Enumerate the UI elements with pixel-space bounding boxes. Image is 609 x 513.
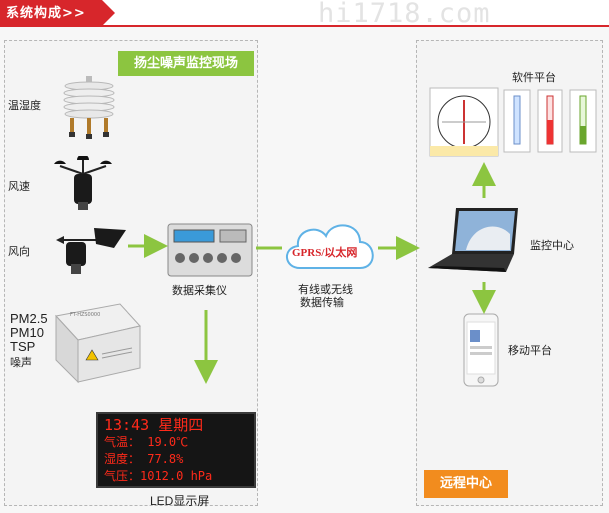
watermark: hi1718.com: [318, 0, 491, 29]
transmission-caption-1: 有线或无线: [298, 283, 353, 296]
temp-humidity-sensor-icon: [63, 76, 115, 139]
anemometer-icon: [54, 156, 112, 210]
pm10-label: PM10: [10, 325, 44, 340]
remote-badge: 远程中心: [424, 470, 508, 498]
mobile-phone-icon: [463, 313, 499, 387]
header-bar: 系统构成>> hi1718.com: [0, 0, 609, 29]
led-time: 13:43: [104, 416, 150, 434]
pm25-label: PM2.5: [10, 311, 48, 326]
temp-humidity-label: 温湿度: [8, 99, 41, 112]
led-row-pressure: 气压：1012.0 hPa: [104, 469, 213, 483]
software-label: 软件平台: [512, 71, 556, 84]
led-label: LED显示屏: [150, 494, 210, 508]
noise-label: 噪声: [10, 356, 32, 369]
cloud-icon: [286, 224, 374, 269]
wind-speed-label: 风速: [8, 180, 30, 193]
section-title: 系统构成>>: [0, 0, 115, 27]
monitor-label: 监控中心: [530, 239, 574, 252]
laptop-icon: [428, 208, 518, 272]
led-row-humidity: 湿度： 77.8%: [104, 452, 184, 466]
site-badge: 扬尘噪声监控现场: [118, 51, 254, 76]
dust-noise-monitor-icon: FT-HZS0000: [55, 303, 141, 384]
collector-label: 数据采集仪: [172, 284, 227, 297]
led-weekday: 星期四: [158, 416, 204, 434]
led-row-temperature: 气温： 19.0℃: [104, 435, 189, 449]
mobile-label: 移动平台: [508, 344, 552, 357]
led-display: 13:43 星期四 气温： 19.0℃ 湿度： 77.8% 气压：1012.0 …: [96, 412, 256, 488]
dust-device-text: FT-HZS0000: [70, 312, 100, 318]
software-platform-icon: [429, 87, 597, 157]
data-collector-icon: [167, 223, 253, 277]
cloud-text: GPRS/以太网: [292, 247, 358, 259]
transmission-caption-2: 数据传输: [300, 296, 344, 309]
wind-direction-label: 风向: [8, 245, 30, 258]
wind-vane-icon: [56, 228, 126, 274]
tsp-label: TSP: [10, 339, 36, 354]
